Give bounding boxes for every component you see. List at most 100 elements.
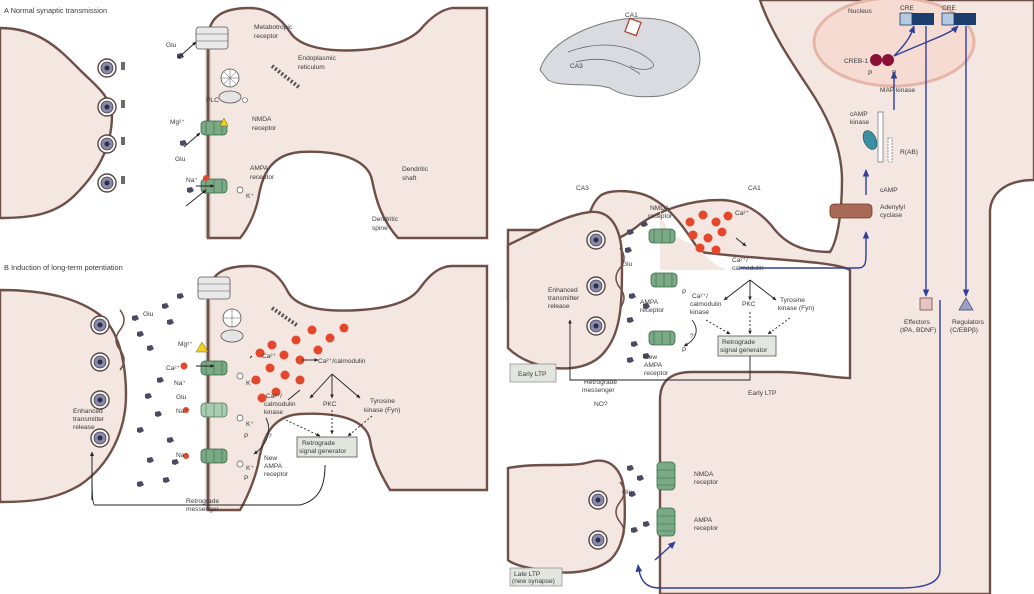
label-late-ltp-2: (new synapse) xyxy=(512,578,555,585)
label-ca-calmodulin-c2: calmodulin xyxy=(732,265,764,272)
svg-text:B Induction of long-term poten: B Induction of long-term potentiation xyxy=(4,263,123,272)
label-effectors-1: Effectors xyxy=(904,319,931,326)
label-er-2: reticulum xyxy=(298,64,325,71)
label-no-q: NO? xyxy=(594,401,608,408)
label-enhanced-b3: release xyxy=(73,424,95,431)
label-late-ltp-1: Late LTP xyxy=(514,571,541,578)
label-early-ltp-box: Early LTP xyxy=(518,371,547,378)
label-camk-c3: kinase xyxy=(690,309,709,316)
label-enhanced-c3: release xyxy=(548,303,570,310)
label-enhanced-c2: transmitter xyxy=(548,295,580,302)
label-ampa-a2: receptor xyxy=(250,174,275,181)
label-k-b3: K⁺ xyxy=(246,465,254,472)
label-tyrosine-b2: kinase (Fyn) xyxy=(364,407,400,414)
panel-b: B Induction of long-term potentiation Gl… xyxy=(0,255,489,513)
label-regulators-1: Regulators xyxy=(952,319,985,326)
label-rab: R(AB) xyxy=(900,149,918,156)
label-ca3: CA3 xyxy=(576,185,589,192)
label-plc: PLC xyxy=(206,97,219,104)
panel-a-title: Normal synaptic transmission xyxy=(11,6,108,15)
label-retro-box-b2: signal generator xyxy=(299,448,347,455)
label-tyrosine-b1: Tyrosine xyxy=(370,398,395,405)
label-new-ampa-c2: AMPA xyxy=(644,362,663,369)
label-late-ampa-1: AMPA xyxy=(694,517,713,524)
label-question-b: ? xyxy=(268,433,272,440)
label-glu-a1: Glu xyxy=(166,42,177,49)
effectors-icon xyxy=(919,297,933,311)
panel-a-letter: A xyxy=(4,6,9,15)
regulators-icon xyxy=(958,297,974,311)
label-tyrosine-c1: Tyrosine xyxy=(780,297,805,304)
label-map-kinase: MAP kinase xyxy=(880,87,915,94)
label-ca1: CA1 xyxy=(748,185,761,192)
label-new-ampa-b3: receptor xyxy=(264,471,289,478)
label-late-nmda-2: receptor xyxy=(694,479,719,486)
label-nmda-a2: receptor xyxy=(252,125,277,132)
label-metabotropic-2: receptor xyxy=(254,33,279,40)
label-camp-kinase-1: cAMP xyxy=(850,111,868,118)
label-late-glu: Glu xyxy=(622,489,633,496)
label-glu-a2: Glu xyxy=(175,156,186,163)
hippocampus-brain-inset xyxy=(539,17,701,98)
label-retro-box-b1: Retrograde xyxy=(302,440,335,447)
label-late-ampa-2: receptor xyxy=(694,525,719,532)
label-p-b: P xyxy=(892,70,897,77)
label-camp-kinase-2: kinase xyxy=(850,119,869,126)
label-ca-top-c: Ca²⁺ xyxy=(735,210,750,217)
label-effectors-2: (tPA, BDNF) xyxy=(900,327,936,334)
label-enhanced-b2: transmitter xyxy=(73,416,105,423)
label-ampa-c2: receptor xyxy=(640,307,665,314)
label-pkc-c: PKC xyxy=(742,301,756,308)
label-retro-msg-b1: Retrograde xyxy=(186,498,219,505)
svg-text:A Normal synaptic transmission: A Normal synaptic transmission xyxy=(4,6,107,15)
presynaptic-terminal-b xyxy=(0,288,128,504)
label-retro-msg-b2: messenger xyxy=(186,506,219,513)
label-creb: CREB-1 xyxy=(844,58,869,65)
label-retro-msg-c2: messenger xyxy=(582,387,615,394)
label-mg-b: Mg²⁺ xyxy=(178,341,193,348)
panel-c: CA1 CA3 CA3 CA1 Nucleus CRE CRE CREB-1 P… xyxy=(506,0,1034,594)
late-presynaptic-terminal xyxy=(506,459,627,574)
label-new-ampa-b2: AMPA xyxy=(264,463,283,470)
label-camk-b2: calmodulin xyxy=(264,401,296,408)
label-metabotropic-1: Metabotropic xyxy=(254,24,293,31)
label-nmda-a1: NMDA xyxy=(252,116,272,123)
panel-b-letter: B xyxy=(4,263,9,272)
label-glu-b-top: Glu xyxy=(143,311,154,318)
label-p-c2: P xyxy=(682,347,687,354)
label-retro-msg-c1: Retrograde xyxy=(584,379,617,386)
label-retro-box-c1: Retrograde xyxy=(722,339,755,346)
label-cre-1: CRE xyxy=(900,5,915,12)
adenylyl-cyclase xyxy=(829,203,873,219)
label-spine-1: Dendritic xyxy=(372,216,399,223)
label-ca-spine: Ca²⁺ xyxy=(262,353,277,360)
label-new-ampa-c3: receptor xyxy=(644,370,669,377)
panel-b-title: Induction of long-term potentiation xyxy=(11,263,123,272)
label-k-a: K⁺ xyxy=(246,193,254,200)
presynaptic-terminal-a xyxy=(0,26,114,220)
label-na-a: Na⁺ xyxy=(186,177,198,184)
label-na-b2: Na⁺ xyxy=(176,408,188,415)
label-ampa-a1: AMPA xyxy=(250,165,269,172)
label-ca-calmodulin-c1: Ca²⁺/ xyxy=(732,257,748,264)
label-adenylyl-1: Adenylyl xyxy=(880,204,905,211)
label-p-b1: P xyxy=(244,433,249,440)
label-nucleus: Nucleus xyxy=(848,8,873,15)
panel-a: A Normal synaptic transmission Glu Metab… xyxy=(0,0,489,240)
label-early-ltp: Early LTP xyxy=(748,390,777,397)
label-regulators-2: (C/EBPβ) xyxy=(950,327,978,334)
label-p-b2: P xyxy=(244,475,249,482)
label-brain-ca1: CA1 xyxy=(625,12,638,19)
label-pkc-b: PKC xyxy=(323,401,337,408)
label-ampa-c1: AMPA xyxy=(640,299,659,306)
label-nmda-c2: receptor xyxy=(648,213,673,220)
label-er-1: Endoplasmic xyxy=(298,55,336,62)
label-na-b1: Na⁺ xyxy=(174,380,186,387)
label-enhanced-c1: Enhanced xyxy=(548,287,578,294)
label-tyrosine-c2: kinase (Fyn) xyxy=(778,305,814,312)
dendritic-spine-a xyxy=(206,6,489,240)
label-k-b2: K⁺ xyxy=(246,421,254,428)
dendritic-spine-b xyxy=(206,264,489,512)
label-p-c1: P xyxy=(682,289,687,296)
